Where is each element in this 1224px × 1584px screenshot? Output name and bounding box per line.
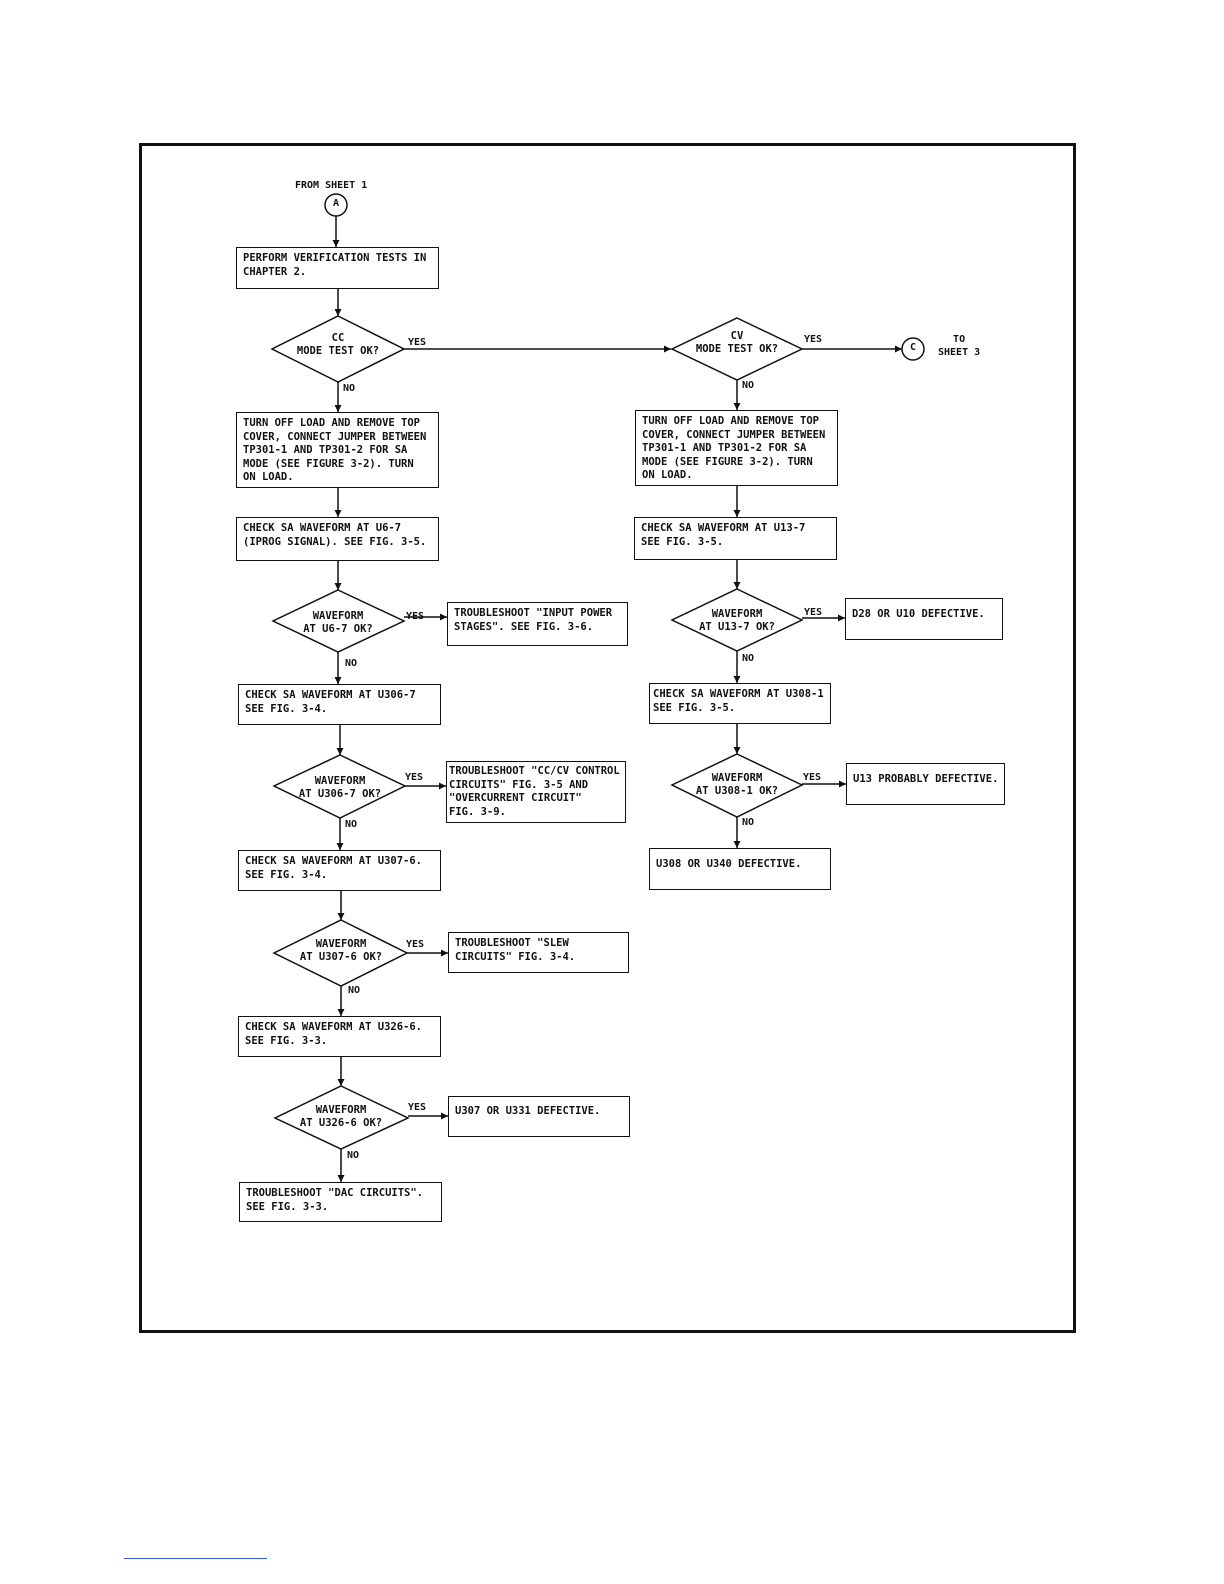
- connector-c-circle: [901, 337, 925, 361]
- box-verify: PERFORM VERIFICATION TESTS IN CHAPTER 2.: [236, 247, 439, 289]
- decision-cv-mode: CV MODE TEST OK?: [695, 330, 779, 355]
- box-ts-dac: TROUBLESHOOT "DAC CIRCUITS". SEE FIG. 3-…: [239, 1182, 442, 1222]
- decision-wf-u6: WAVEFORM AT U6-7 OK?: [303, 610, 373, 635]
- connector-a-circle: [324, 193, 348, 217]
- box-check-u326: CHECK SA WAVEFORM AT U326-6. SEE FIG. 3-…: [238, 1016, 441, 1057]
- decision-wf-u6-shape: [271, 589, 406, 653]
- footer-divider: [124, 1558, 267, 1559]
- box-check-u13: CHECK SA WAVEFORM AT U13-7 SEE FIG. 3-5.: [634, 517, 837, 560]
- box-check-u307: CHECK SA WAVEFORM AT U307-6. SEE FIG. 3-…: [238, 850, 441, 891]
- yes-label-cv: YES: [804, 334, 823, 345]
- decision-wf-u13-shape: [670, 588, 804, 652]
- no-label-u306: NO: [345, 819, 358, 830]
- no-label-u13: NO: [742, 653, 755, 664]
- box-u13-prob: U13 PROBABLY DEFECTIVE.: [846, 763, 1005, 805]
- to-sheet-label: TO SHEET 3: [938, 334, 981, 358]
- decision-wf-u326: WAVEFORM AT U326-6 OK?: [299, 1104, 383, 1129]
- box-jumper-cc: TURN OFF LOAD AND REMOVE TOP COVER, CONN…: [236, 412, 439, 488]
- box-check-u306: CHECK SA WAVEFORM AT U306-7 SEE FIG. 3-4…: [238, 684, 441, 725]
- connector-a-label: A: [332, 198, 340, 209]
- no-label-cc: NO: [343, 383, 356, 394]
- decision-wf-u307: WAVEFORM AT U307-6 OK?: [299, 938, 383, 963]
- decision-cv-mode-shape: [670, 317, 804, 381]
- no-label-u6: NO: [345, 658, 358, 669]
- decision-wf-u307-shape: [272, 919, 409, 987]
- diagram-frame: [139, 143, 1076, 1333]
- no-label-u308: NO: [742, 817, 755, 828]
- no-label-u326: NO: [347, 1150, 360, 1161]
- yes-label-u308: YES: [803, 772, 822, 783]
- box-u308-u340: U308 OR U340 DEFECTIVE.: [649, 848, 831, 890]
- decision-cc-mode-shape: [270, 315, 406, 383]
- from-sheet-label: FROM SHEET 1: [295, 180, 368, 191]
- box-check-u308: CHECK SA WAVEFORM AT U308-1 SEE FIG. 3-5…: [649, 683, 831, 724]
- decision-wf-u306-shape: [272, 754, 407, 819]
- decision-cc-mode: CC MODE TEST OK?: [296, 332, 380, 357]
- no-label-u307: NO: [348, 985, 361, 996]
- box-ts-input-power: TROUBLESHOOT "INPUT POWER STAGES". SEE F…: [447, 602, 628, 646]
- yes-label-u306: YES: [405, 772, 424, 783]
- box-d28-u10: D28 OR U10 DEFECTIVE.: [845, 598, 1003, 640]
- box-u307-u331: U307 OR U331 DEFECTIVE.: [448, 1096, 630, 1137]
- decision-wf-u308: WAVEFORM AT U308-1 OK?: [695, 772, 779, 797]
- yes-label-u6: YES: [406, 611, 425, 622]
- yes-label-u13: YES: [804, 607, 823, 618]
- box-ts-slew: TROUBLESHOOT "SLEW CIRCUITS" FIG. 3-4.: [448, 932, 629, 973]
- connector-c-label: C: [909, 342, 917, 353]
- yes-label-cc: YES: [408, 337, 427, 348]
- decision-wf-u13: WAVEFORM AT U13-7 OK?: [699, 608, 775, 633]
- box-jumper-cv: TURN OFF LOAD AND REMOVE TOP COVER, CONN…: [635, 410, 838, 486]
- yes-label-u307: YES: [406, 939, 425, 950]
- no-label-cv: NO: [742, 380, 755, 391]
- decision-wf-u326-shape: [273, 1085, 410, 1150]
- decision-wf-u306: WAVEFORM AT U306-7 OK?: [298, 775, 382, 800]
- box-check-u6: CHECK SA WAVEFORM AT U6-7 (IPROG SIGNAL)…: [236, 517, 439, 561]
- box-ts-cccv: TROUBLESHOOT "CC/CV CONTROL CIRCUITS" FI…: [446, 761, 626, 823]
- decision-wf-u308-shape: [670, 753, 804, 818]
- yes-label-u326: YES: [408, 1102, 427, 1113]
